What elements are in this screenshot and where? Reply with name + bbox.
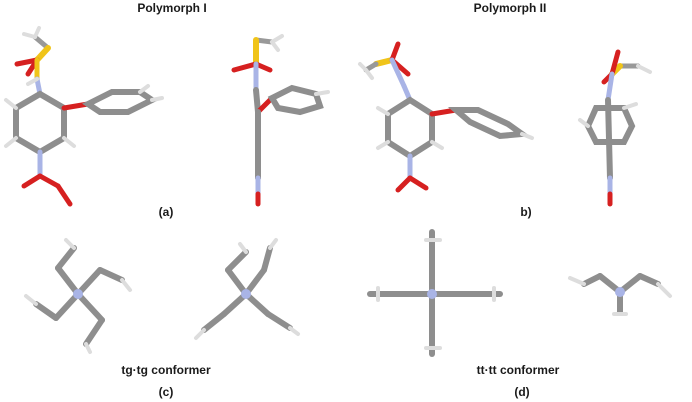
molecule-b-side	[578, 49, 652, 207]
molecule-c-view2	[194, 238, 300, 340]
molecule-a-front	[4, 26, 164, 207]
molecule-b-front	[358, 41, 534, 193]
caption-b: b)	[520, 205, 531, 219]
molecule-a-side	[231, 34, 330, 207]
caption-c-name: tg·tg conformer	[121, 363, 211, 377]
title-polymorph-2: Polymorph II	[474, 1, 547, 15]
caption-d: (d)	[514, 385, 529, 399]
title-polymorph-1: Polymorph I	[137, 1, 206, 15]
molecule-c-view1	[24, 238, 132, 354]
molecule-d-view1	[367, 229, 503, 357]
caption-c: (c)	[159, 385, 174, 399]
caption-a: (a)	[159, 205, 174, 219]
molecule-d-view2	[568, 273, 672, 316]
caption-d-name: tt·tt conformer	[477, 363, 560, 377]
